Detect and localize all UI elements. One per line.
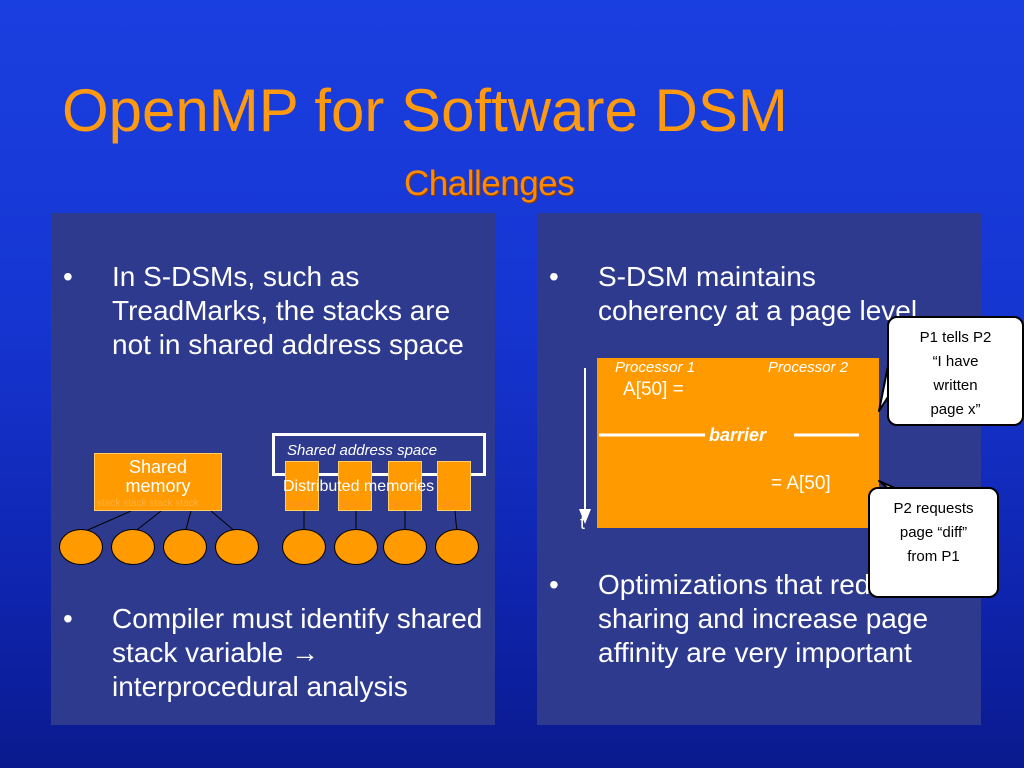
stack-label: stack: [340, 498, 366, 510]
stack-label: stack: [442, 498, 468, 510]
slide-title: OpenMP for Software DSM: [62, 77, 788, 144]
bullet-dot: •: [549, 569, 559, 600]
shared-memory-box: Shared memory stack stack stack stack: [94, 453, 222, 511]
right-panel: • S-DSM maintains coherency at a page le…: [537, 213, 982, 725]
slide-subtitle: Challenges: [404, 164, 575, 203]
write-statement: A[50] =: [623, 379, 684, 400]
read-statement: = A[50]: [771, 473, 831, 494]
callout-text: P1 tells P2 “I have written page x”: [919, 329, 992, 418]
distributed-memory-box: [437, 461, 471, 511]
bullet-text: In S-DSMs, such as TreadMarks, the stack…: [112, 261, 464, 360]
processor-node: [163, 529, 207, 565]
shared-memory-label: Shared memory: [125, 457, 191, 496]
shared-address-space-label: Shared address space: [287, 442, 438, 459]
bullet-text: S-DSM maintains coherency at a page leve…: [598, 261, 918, 326]
processor-2-label: Processor 2: [768, 359, 849, 376]
shared-address-space-frame: Shared address space: [272, 433, 486, 476]
stack-label: stack: [390, 498, 416, 510]
left-panel: • In S-DSMs, such as TreadMarks, the sta…: [51, 213, 495, 725]
bullet-dot: •: [549, 261, 559, 292]
timeline-box: [597, 358, 879, 528]
bullet-dot: •: [63, 261, 73, 292]
processor-node: [334, 529, 378, 565]
bullet-text: Compiler must identify shared stack vari…: [112, 603, 483, 702]
processor-node: [111, 529, 155, 565]
distributed-memory-box: [285, 461, 319, 511]
processor-node: [59, 529, 103, 565]
stack-label: stack: [287, 498, 313, 510]
callout-p2-requests: P2 requests page “diff” from P1: [868, 487, 999, 598]
processor-1-label: Processor 1: [615, 359, 696, 376]
distributed-memory-box: [388, 461, 422, 511]
processor-node: [215, 529, 259, 565]
processor-node: [282, 529, 326, 565]
processor-node: [435, 529, 479, 565]
barrier-label: barrier: [709, 425, 767, 445]
callout-text: P2 requests page “diff” from P1: [893, 500, 974, 565]
distributed-memory-box: [338, 461, 372, 511]
bullet-dot: •: [63, 603, 73, 634]
distributed-memories-label: Distributed memories: [283, 478, 435, 495]
time-axis-label: t: [580, 513, 586, 533]
shared-memory-stacks-label: stack stack stack stack: [97, 498, 199, 509]
processor-node: [383, 529, 427, 565]
callout-p1-tells-p2: P1 tells P2 “I have written page x”: [887, 316, 1024, 426]
